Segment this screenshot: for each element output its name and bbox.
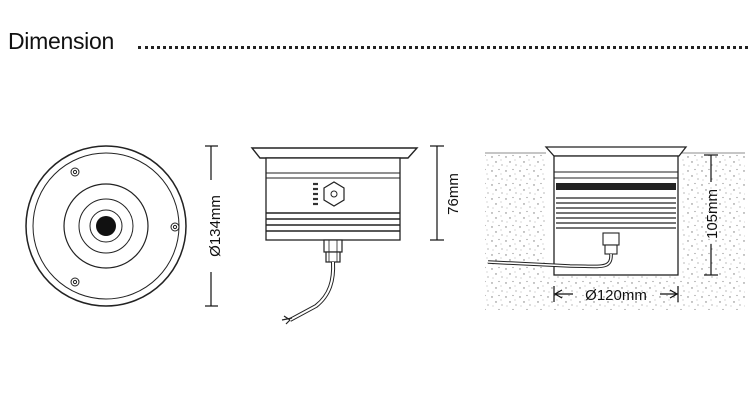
cable	[289, 261, 336, 322]
soil-left	[485, 153, 745, 310]
hex-nut	[323, 181, 345, 207]
embedded-housing	[553, 155, 679, 276]
mounting-screw	[70, 277, 80, 287]
top-flange	[250, 147, 419, 159]
diameter-dimension-front	[205, 145, 218, 307]
front-view	[25, 145, 187, 307]
diameter-installed-label: Ø120mm	[585, 287, 647, 304]
mounting-screw	[70, 167, 80, 177]
section-heading: Dimension	[8, 22, 748, 58]
dotted-leader	[138, 46, 748, 49]
installed-view	[485, 146, 745, 310]
cable-gland	[323, 239, 343, 253]
height-installed-label: 105mm	[704, 189, 721, 239]
mounting-screw	[170, 222, 180, 232]
lens-ring-inner	[89, 209, 123, 243]
lens-ring-middle	[78, 198, 134, 254]
lens-ring-outer	[63, 183, 149, 269]
height-dimension-installed	[704, 154, 718, 276]
installed-fins	[556, 197, 676, 229]
heat-sink-fins	[266, 212, 400, 232]
diameter-dimension-installed	[553, 286, 679, 302]
diameter-front-label: Ø134mm	[207, 195, 224, 257]
installed-flange	[544, 146, 688, 157]
thread-marks	[313, 182, 318, 206]
installed-cable-gland	[602, 232, 620, 246]
height-side-label: 76mm	[445, 173, 462, 215]
side-view	[250, 147, 419, 325]
lens-core	[96, 216, 116, 236]
height-dimension-side	[430, 145, 444, 241]
outer-flange-ring	[25, 145, 187, 307]
section-title: Dimension	[8, 28, 114, 54]
